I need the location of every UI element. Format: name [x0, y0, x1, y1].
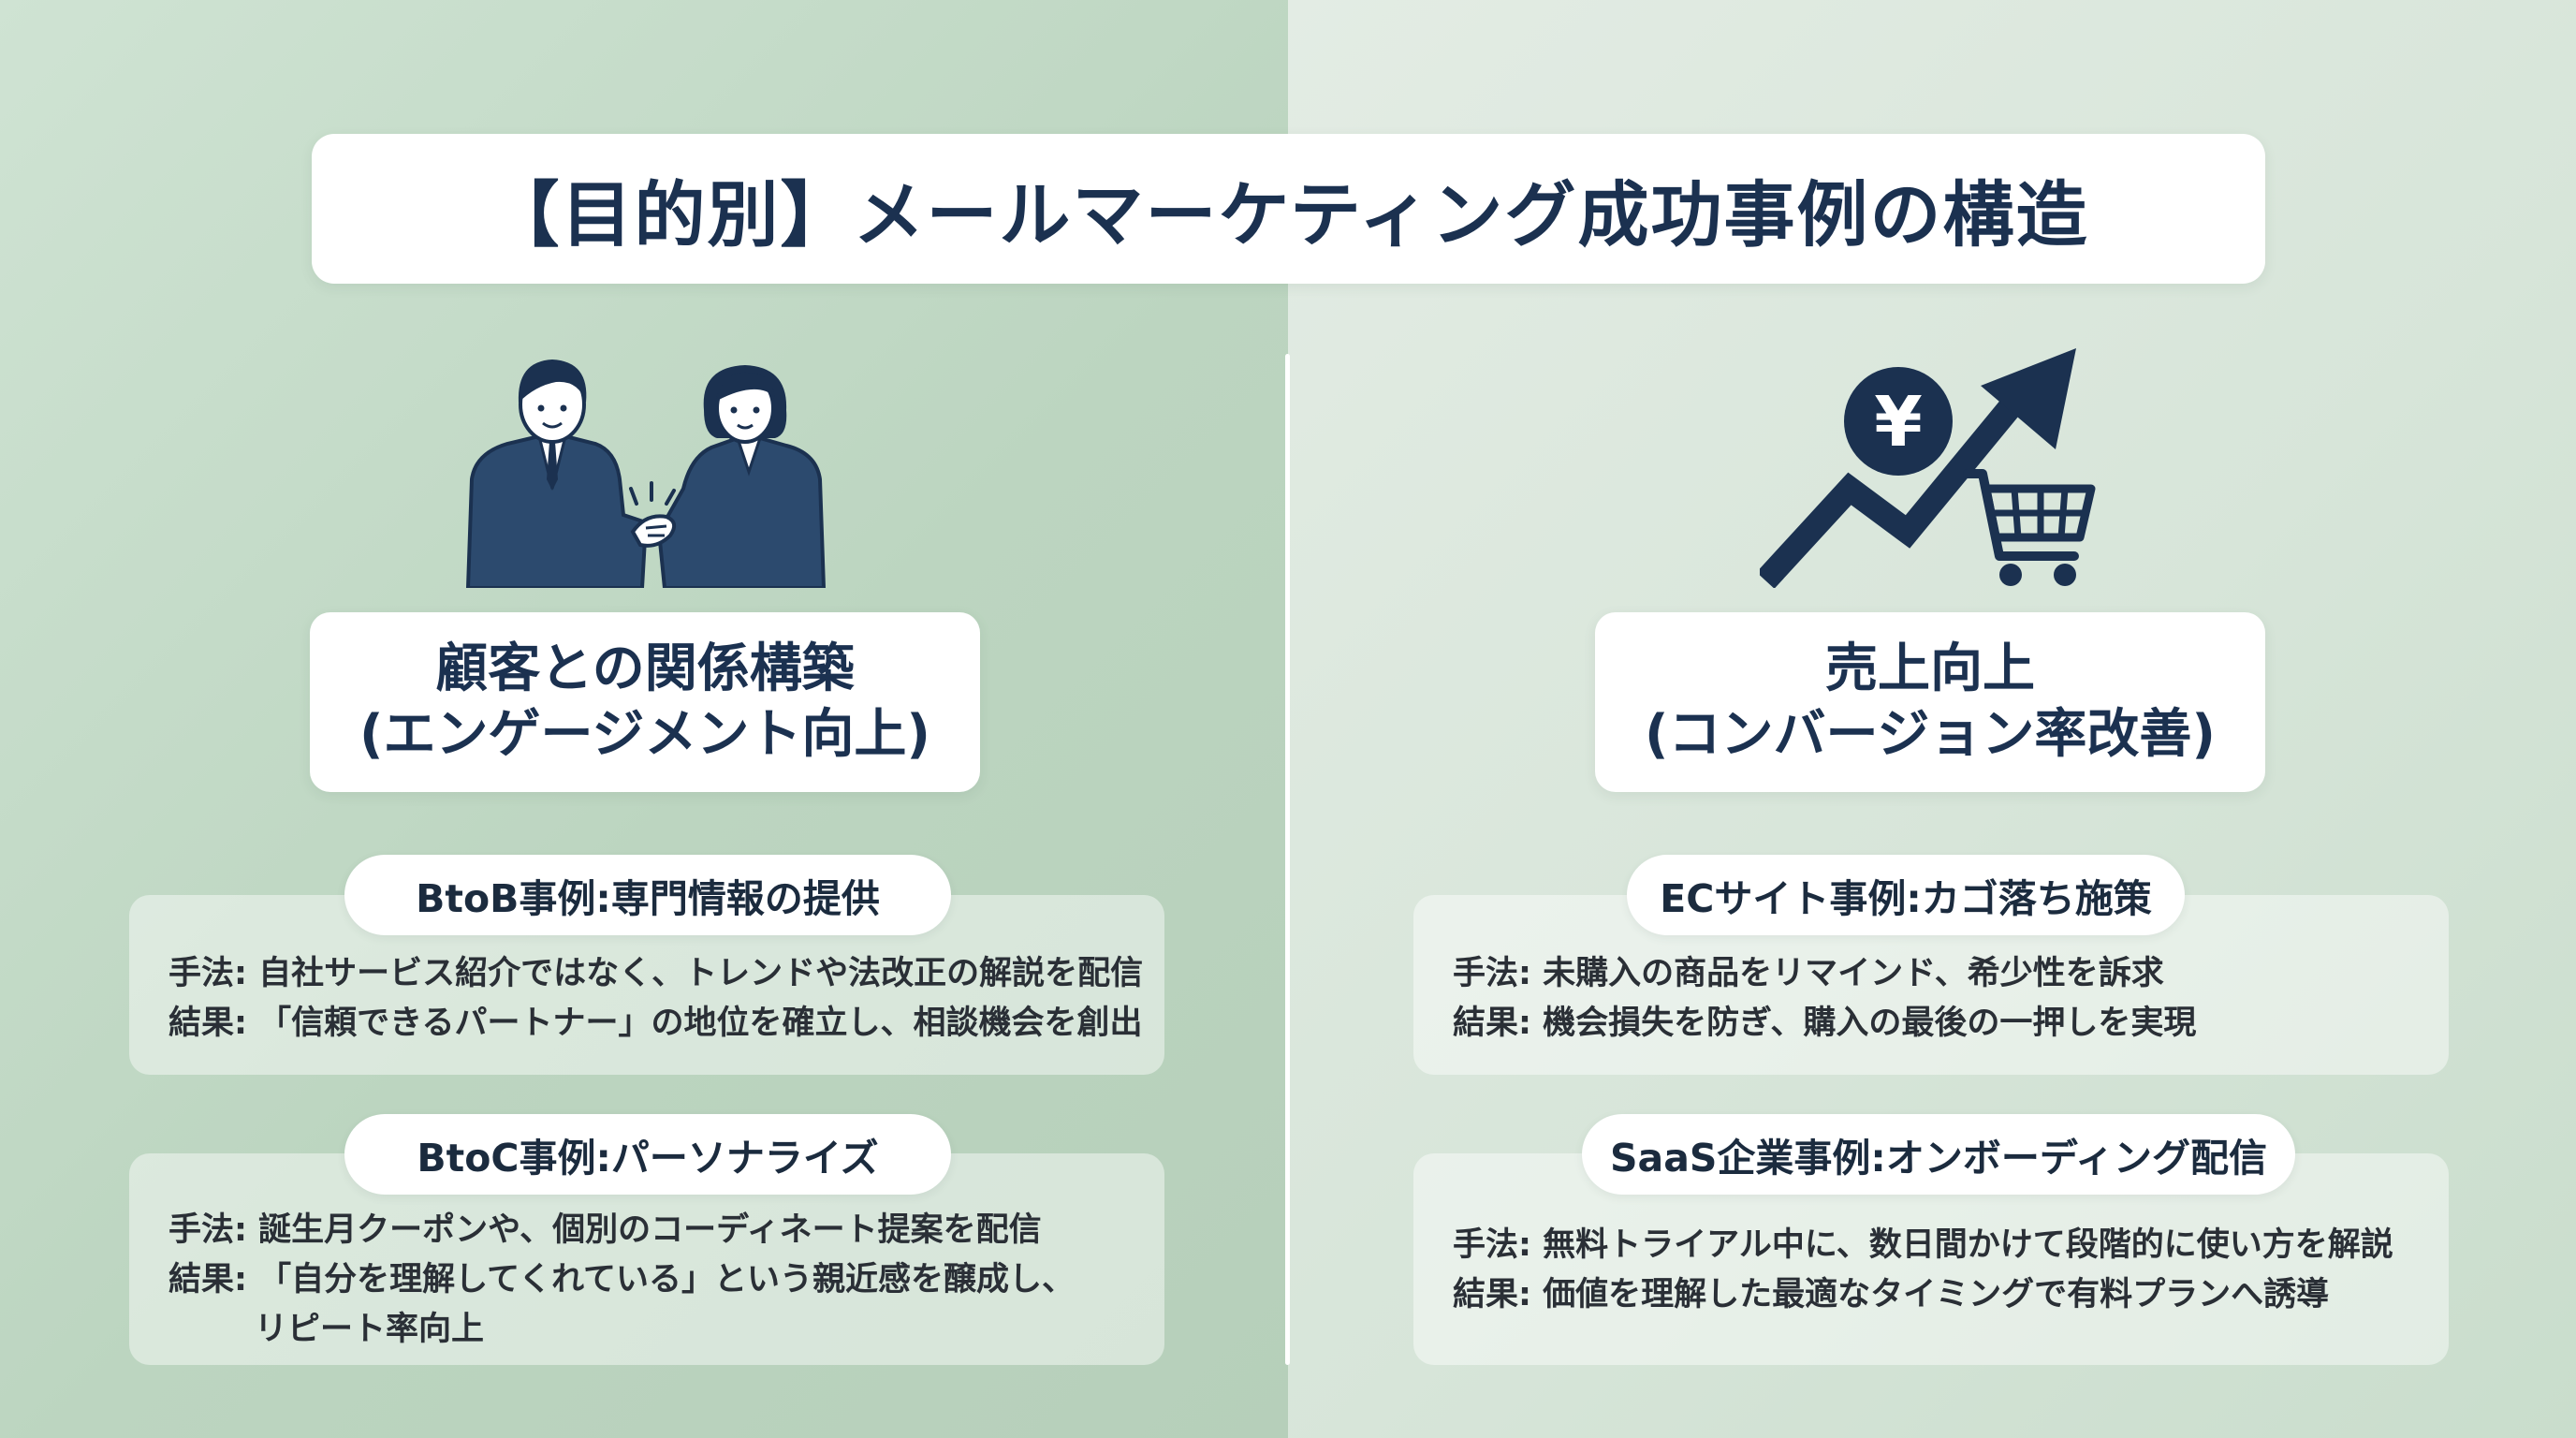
- yen-growth-cart-icon: ¥: [1760, 348, 2096, 588]
- case-result: 結果: 価値を理解した最適なタイミングで有料プランへ誘導: [1453, 1276, 2330, 1313]
- case-method: 手法: 未購入の商品をリマインド、希少性を訴求: [1453, 955, 2164, 992]
- right-case-title-1: ECサイト事例:カゴ落ち施策: [1627, 855, 2185, 935]
- left-heading-card: 顧客との関係構築 (エンゲージメント向上): [310, 612, 980, 792]
- handshake-people-icon: [465, 360, 827, 588]
- svg-text:¥: ¥: [1874, 382, 1923, 462]
- case-result-continued: リピート率向上: [255, 1311, 485, 1348]
- right-heading-line1: 売上向上: [1825, 638, 2035, 699]
- case-method: 手法: 誕生月クーポンや、個別のコーディネート提案を配信: [168, 1211, 1042, 1249]
- case-result: 結果: 「自分を理解してくれている」という親近感を醸成し、: [168, 1261, 1076, 1299]
- right-heading-line2: (コンバージョン率改善): [1644, 704, 2217, 765]
- left-case-title-1: BtoB事例:専門情報の提供: [344, 855, 951, 935]
- left-case-title-2: BtoC事例:パーソナライズ: [344, 1114, 951, 1195]
- right-heading-card: 売上向上 (コンバージョン率改善): [1595, 612, 2265, 792]
- right-case-title-2: SaaS企業事例:オンボーディング配信: [1582, 1114, 2295, 1195]
- case-result: 結果: 「信頼できるパートナー」の地位を確立し、相談機会を創出: [168, 1005, 1143, 1042]
- left-heading-line1: 顧客との関係構築: [435, 638, 855, 699]
- left-heading-line2: (エンゲージメント向上): [359, 704, 931, 765]
- right-case-card-1: 手法: 未購入の商品をリマインド、希少性を訴求 結果: 機会損失を防ぎ、購入の最…: [1413, 895, 2449, 1075]
- case-method: 手法: 自社サービス紹介ではなく、トレンドや法改正の解説を配信: [168, 955, 1144, 992]
- page-title: 【目的別】メールマーケティング成功事例の構造: [488, 173, 2089, 257]
- case-result: 結果: 機会損失を防ぎ、購入の最後の一押しを実現: [1453, 1005, 2197, 1042]
- left-case-card-2: 手法: 誕生月クーポンや、個別のコーディネート提案を配信 結果: 「自分を理解し…: [129, 1153, 1164, 1365]
- case-method: 手法: 無料トライアル中に、数日間かけて段階的に使い方を解説: [1453, 1226, 2393, 1264]
- title-banner: 【目的別】メールマーケティング成功事例の構造: [312, 134, 2265, 284]
- center-divider: [1285, 354, 1290, 1365]
